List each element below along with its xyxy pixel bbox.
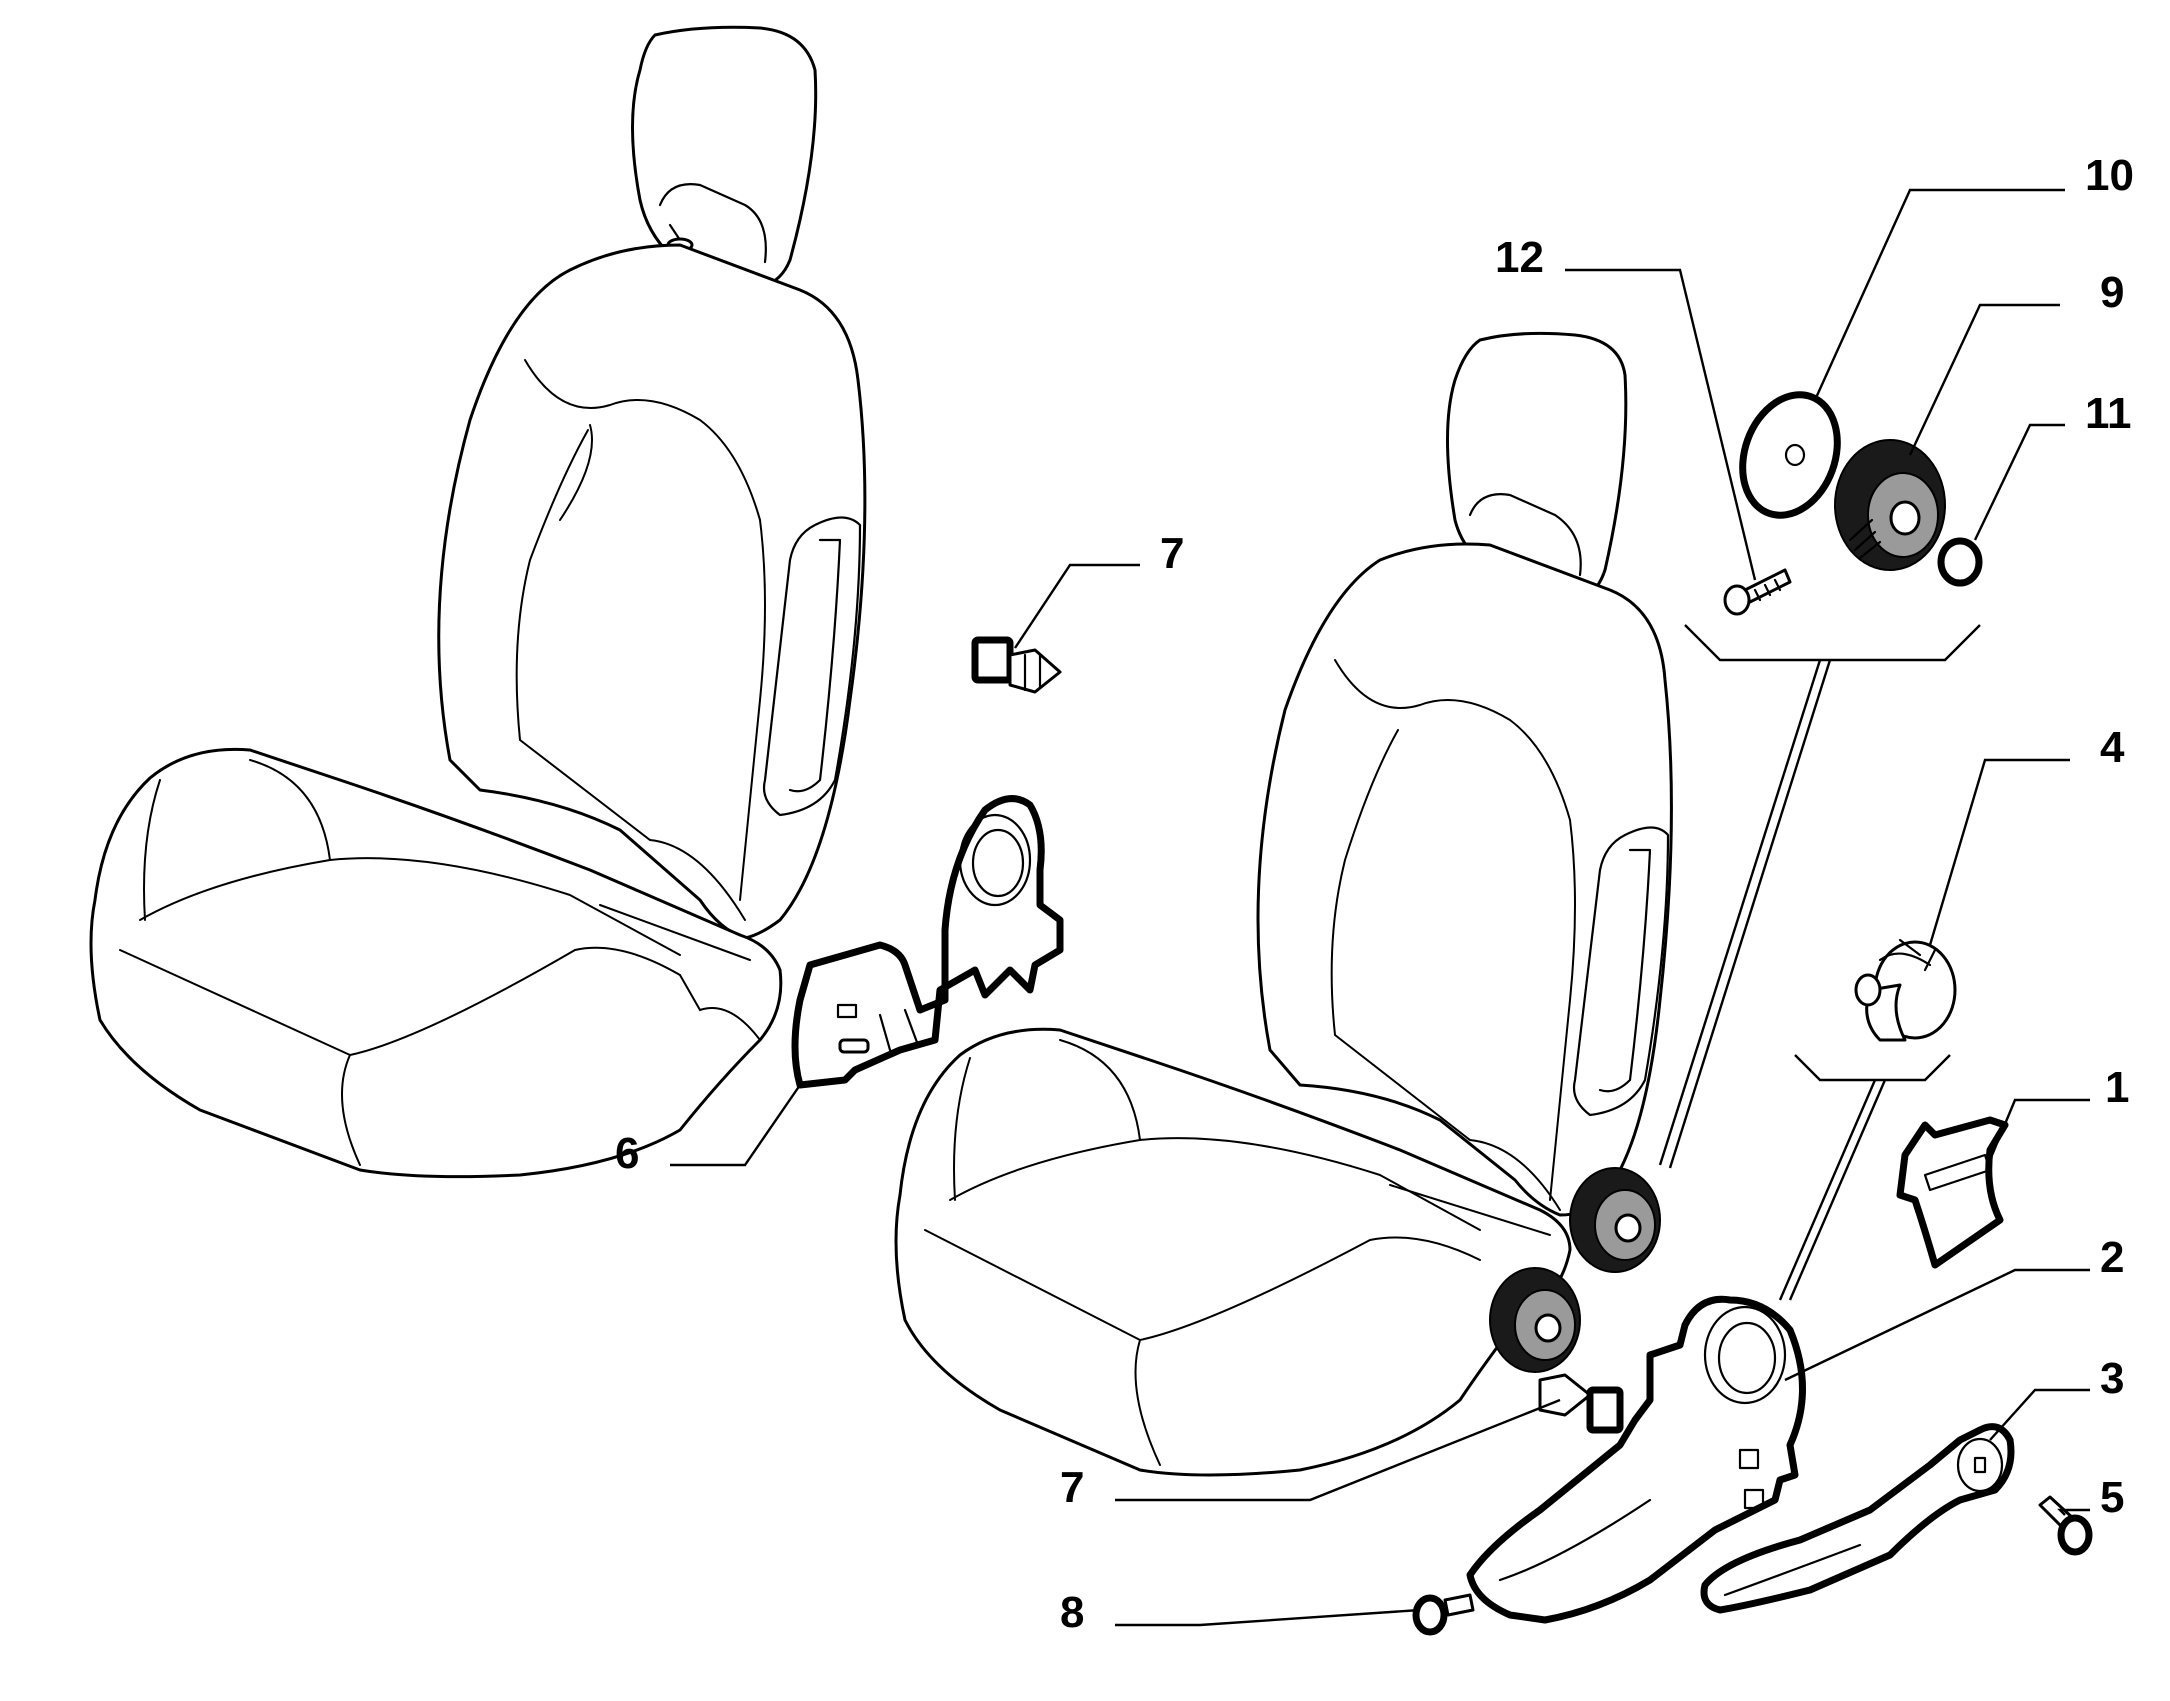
- right-seat-backrest: [1256, 542, 1673, 1217]
- cushion-height-knob: [1489, 1267, 1581, 1373]
- callout-10: 10: [2085, 151, 2134, 200]
- left-seat-cushion: [89, 747, 783, 1179]
- left-seat-side-vent: [762, 516, 862, 817]
- callout-4: 4: [2100, 723, 2125, 772]
- left-seat-headrest: [631, 25, 818, 290]
- callout-2: 2: [2100, 1233, 2124, 1282]
- callout-1: 1: [2105, 1063, 2129, 1112]
- callout-labels: 10 12 9 11 7 4 6 1 2 3 7 5 8: [615, 151, 2134, 1637]
- part-6-inner-bracket: [791, 795, 1064, 1089]
- part-12-screw: [1723, 568, 1792, 616]
- right-seat-cushion: [894, 1027, 1572, 1477]
- callout-7-top: 7: [1160, 529, 1184, 578]
- part-1-clip: [1896, 1116, 2009, 1269]
- part-11-ring: [1937, 537, 1983, 587]
- part-7-clip-top: [971, 636, 1062, 694]
- callout-7-bottom: 7: [1060, 1463, 1084, 1512]
- part-5-bolt: [2038, 1495, 2093, 1556]
- part-2-side-trim: [1466, 1295, 1806, 1624]
- callout-3: 3: [2100, 1354, 2124, 1403]
- left-seat-backrest: [437, 243, 867, 940]
- callout-6: 6: [615, 1129, 639, 1178]
- left-seat: [89, 25, 867, 1179]
- part-4-knob: [1854, 938, 1957, 1042]
- callout-9: 9: [2100, 268, 2124, 317]
- part-8-bolt: [1412, 1593, 1475, 1636]
- callout-5: 5: [2100, 1473, 2124, 1522]
- part-10-cap: [1739, 391, 1841, 519]
- callout-11: 11: [2085, 389, 2132, 438]
- callout-8: 8: [1060, 1588, 1084, 1637]
- right-seat-side-vent: [1572, 826, 1670, 1117]
- backrest-recline-knob: [1569, 1167, 1661, 1273]
- leader-lines: [670, 188, 2090, 1627]
- part-9-knob: [1834, 439, 1946, 571]
- part-3-lever: [1700, 1423, 2015, 1614]
- right-seat: [894, 331, 1673, 1477]
- callout-12: 12: [1495, 233, 1544, 282]
- part-7-clip-bottom: [1538, 1373, 1624, 1434]
